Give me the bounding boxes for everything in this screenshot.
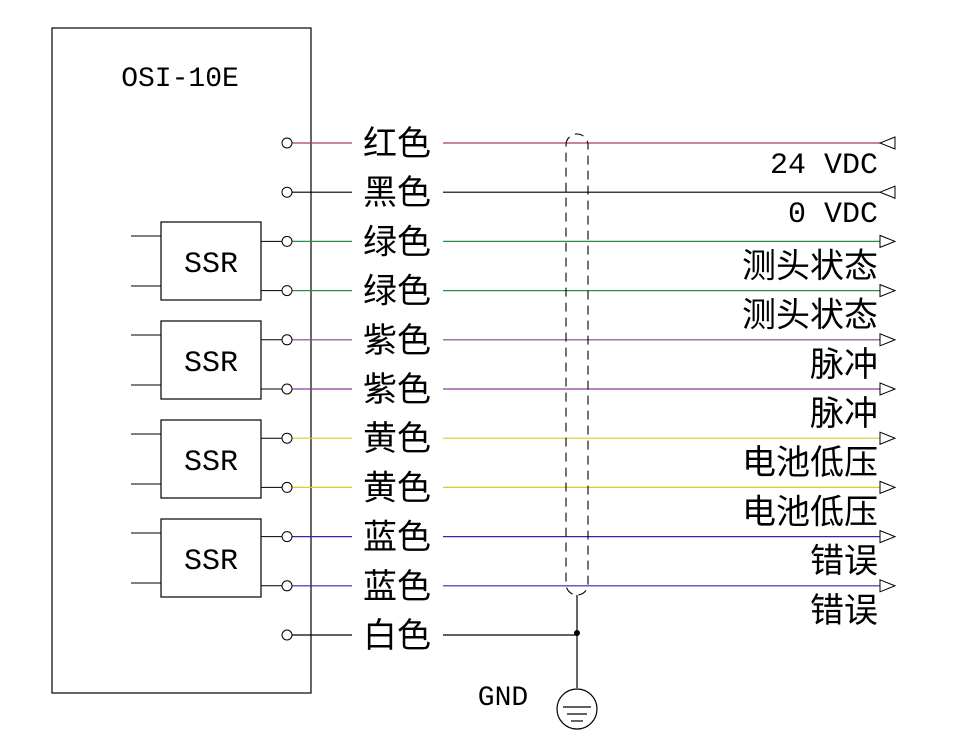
- ssr-label: SSR: [184, 347, 238, 381]
- signal-label: 错误: [810, 542, 878, 582]
- terminal-pin: [281, 285, 293, 297]
- ssr-block: SSR: [131, 221, 282, 301]
- wire-color-label: 紫色: [363, 321, 431, 361]
- ssr-label: SSR: [184, 545, 238, 579]
- wire-color-label: 蓝色: [363, 567, 431, 607]
- terminal-pin: [281, 432, 293, 444]
- wire-color-label: 蓝色: [363, 518, 431, 558]
- signal-label: 脉冲: [810, 345, 878, 385]
- wire-color-label: 红色: [363, 124, 431, 164]
- ssr-box: [160, 419, 262, 499]
- signal-label: 测头状态: [742, 296, 878, 336]
- cable-shield: [565, 133, 589, 596]
- wire-color-label: 黑色: [363, 173, 431, 213]
- signal-label: 24 VDC: [770, 149, 878, 183]
- wire-color-label: 白色: [363, 616, 431, 656]
- terminal-pin: [281, 629, 293, 641]
- terminal-pin: [281, 334, 293, 346]
- output-arrow: [879, 579, 897, 593]
- terminal-pin: [281, 137, 293, 149]
- input-arrow: [878, 185, 896, 199]
- signal-label: 测头状态: [742, 246, 878, 286]
- ssr-group: SSR SSR SSR SSR: [131, 221, 282, 598]
- output-arrow: [879, 333, 897, 347]
- ssr-block: SSR: [131, 518, 282, 598]
- terminal-pin: [281, 531, 293, 543]
- signal-label: 错误: [810, 591, 878, 631]
- device-label: OSI-10E: [121, 64, 239, 95]
- ssr-block: SSR: [131, 320, 282, 400]
- terminal-pin: [281, 481, 293, 493]
- signal-label: 电池低压: [742, 492, 878, 532]
- ssr-box: [160, 320, 262, 400]
- cable-shield-outline: [565, 133, 589, 596]
- output-arrow: [879, 283, 897, 298]
- signal-label: 脉冲: [810, 394, 878, 434]
- ground-group: GND: [478, 595, 598, 730]
- wire-color-label: 绿色: [363, 222, 431, 262]
- terminal-pin: [281, 235, 293, 247]
- wire-row: 白色: [281, 616, 577, 656]
- ssr-box: [160, 518, 262, 598]
- wire-color-label: 黄色: [363, 468, 431, 508]
- signal-label: 电池低压: [742, 443, 878, 483]
- output-arrow: [879, 480, 897, 495]
- output-arrow: [879, 234, 897, 249]
- wire-color-label: 紫色: [363, 370, 431, 410]
- wire-color-label: 黄色: [363, 419, 431, 459]
- ssr-label: SSR: [184, 446, 238, 480]
- wire-color-label: 绿色: [363, 272, 431, 312]
- ssr-block: SSR: [131, 419, 282, 499]
- output-arrow: [879, 382, 897, 396]
- signal-label: 0 VDC: [788, 198, 878, 232]
- device-box: [51, 27, 312, 694]
- wire-row: 黑色 0 VDC: [281, 173, 896, 232]
- wire-row: 红色 24 VDC: [281, 124, 896, 183]
- ground-label: GND: [478, 683, 528, 714]
- terminal-pin: [281, 580, 293, 592]
- ground-symbol-ring: [556, 688, 598, 730]
- output-arrow: [879, 431, 897, 445]
- ground-junction-dot: [574, 630, 580, 636]
- output-arrow: [879, 529, 897, 544]
- terminal-pin: [281, 186, 293, 198]
- ssr-label: SSR: [184, 248, 238, 282]
- ssr-box: [160, 221, 262, 301]
- input-arrow: [878, 136, 896, 150]
- terminal-pin: [281, 383, 293, 395]
